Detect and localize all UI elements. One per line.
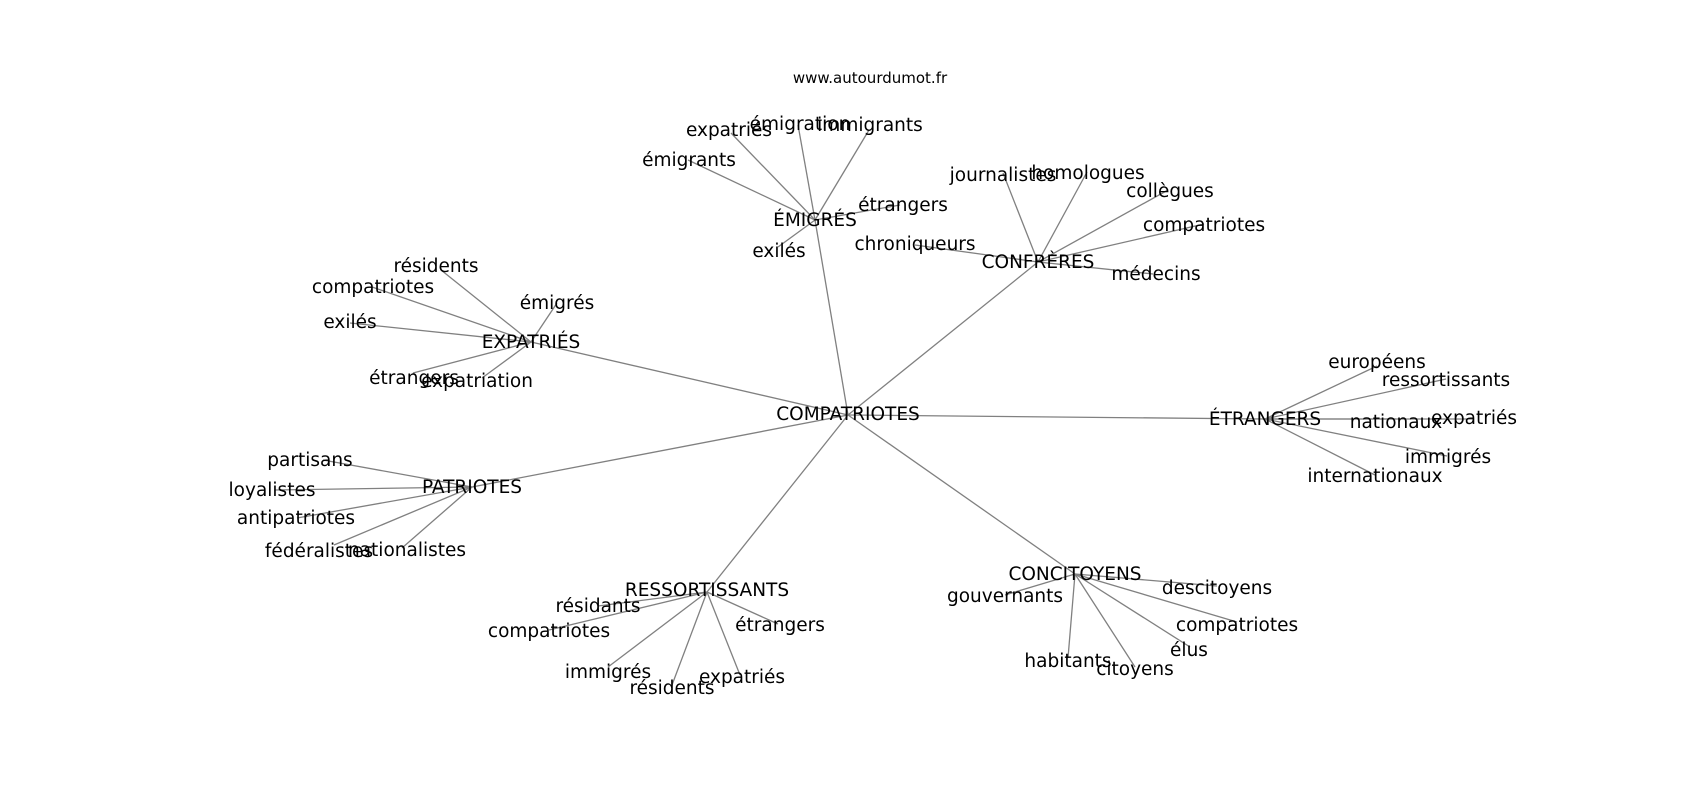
- hub-node-label: ÉTRANGERS: [1209, 408, 1321, 430]
- edge-hub-word: [687, 159, 816, 221]
- edge-hub-word: [1037, 189, 1169, 263]
- site-watermark: www.autourdumot.fr: [793, 69, 948, 87]
- edge-hub-word: [322, 459, 473, 488]
- edge-hub-word: [814, 204, 901, 221]
- edge-hub-word: [1264, 378, 1447, 420]
- graph-edges: [274, 124, 1473, 686]
- edge-hub-word: [274, 486, 473, 491]
- edge-hub-word: [1037, 261, 1154, 275]
- edge-hub-word: [1264, 418, 1376, 476]
- word-node-label: résidents: [629, 678, 714, 699]
- edge-hub-word: [1074, 573, 1218, 587]
- edge-hub-word: [401, 486, 473, 549]
- edge-hub-word: [349, 322, 532, 343]
- edge-hub-word: [730, 132, 816, 221]
- word-node-label: étrangers: [735, 615, 825, 636]
- edge-hub-word: [1074, 573, 1238, 623]
- word-node-label: partisans: [267, 450, 352, 471]
- word-node-label: étrangers: [369, 368, 459, 389]
- edge-hub-word: [481, 341, 532, 379]
- word-node-label: gouvernants: [947, 586, 1063, 607]
- word-node-label: élus: [1170, 640, 1208, 661]
- edge-hub-word: [412, 341, 532, 374]
- edge-hub-word: [1004, 573, 1076, 596]
- word-node-label: chroniqueurs: [854, 234, 975, 255]
- hub-node-label: PATRIOTES: [422, 477, 522, 498]
- hub-node-label: EXPATRIÉS: [482, 331, 581, 353]
- graph-labels: www.autourdumot.fr COMPATRIOTES ÉMIGRÉS e…: [229, 69, 1518, 699]
- word-node-label: homologues: [1031, 163, 1144, 184]
- word-node-label: ressortissants: [1382, 370, 1510, 391]
- word-node-label: émigrants: [642, 150, 736, 171]
- word-node-label: expatriation: [421, 371, 533, 392]
- hub-node-label: RESSORTISSANTS: [625, 580, 789, 601]
- center-node-label: COMPATRIOTES: [776, 404, 920, 425]
- word-node-label: compatriotes: [488, 621, 610, 642]
- edge-hub-word: [333, 486, 473, 546]
- word-node-label: résidants: [555, 596, 640, 617]
- word-node-label: fédéralistes: [265, 541, 373, 562]
- edge-center-hub: [847, 261, 1039, 416]
- word-node-label: loyalistes: [229, 480, 316, 501]
- edge-hub-word: [440, 269, 532, 343]
- edge-hub-word: [671, 591, 708, 686]
- word-node-label: antipatriotes: [237, 508, 355, 529]
- word-node-label: collègues: [1126, 181, 1214, 202]
- edge-center-hub: [530, 341, 849, 416]
- edge-hub-word: [1074, 573, 1136, 668]
- hub-node-label: CONFRÈRES: [982, 251, 1095, 273]
- word-node-label: expatriés: [686, 120, 772, 141]
- word-node-label: descitoyens: [1162, 578, 1272, 599]
- word-node-label: immigrants: [817, 115, 923, 136]
- edge-hub-word: [1074, 573, 1191, 648]
- edge-hub-word: [1067, 573, 1076, 659]
- edge-hub-word: [607, 591, 708, 668]
- edge-hub-word: [1264, 418, 1448, 457]
- edge-hub-word: [597, 591, 708, 607]
- edge-hub-word: [530, 302, 558, 343]
- edge-hub-word: [814, 129, 870, 221]
- edge-hub-word: [548, 591, 708, 631]
- word-node-label: habitants: [1024, 651, 1111, 672]
- word-node-label: compatriotes: [312, 277, 434, 298]
- hub-node-label: ÉMIGRÉS: [773, 209, 857, 231]
- word-node-label: résidents: [393, 256, 478, 277]
- word-node-label: journalistes: [949, 165, 1057, 186]
- edge-hub-word: [371, 286, 532, 343]
- word-node-label: exilés: [752, 241, 805, 262]
- word-node-label: immigrés: [565, 662, 651, 683]
- edge-center-hub: [706, 414, 849, 593]
- edge-hub-word: [706, 591, 779, 625]
- word-node-label: expatriés: [1431, 408, 1517, 429]
- edge-hub-word: [797, 124, 816, 221]
- word-node-label: étrangers: [858, 195, 948, 216]
- word-node-label: médecins: [1111, 264, 1200, 285]
- word-node-label: nationalistes: [348, 540, 466, 561]
- word-node-label: internationaux: [1307, 466, 1442, 487]
- edge-hub-word: [914, 244, 1039, 263]
- word-node-label: citoyens: [1096, 659, 1174, 680]
- edge-hub-word: [777, 219, 816, 248]
- word-node-label: exilés: [323, 312, 376, 333]
- edge-center-hub: [471, 414, 849, 488]
- word-node-label: européens: [1328, 352, 1426, 373]
- word-node-label: immigrés: [1405, 447, 1491, 468]
- word-node-label: émigration: [750, 114, 851, 135]
- word-node-label: nationaux: [1350, 412, 1443, 433]
- edge-hub-word: [1037, 171, 1088, 263]
- edge-center-hub: [814, 219, 849, 416]
- word-node-label: compatriotes: [1143, 215, 1265, 236]
- edge-center-hub: [847, 414, 1266, 420]
- edge-hub-word: [1037, 223, 1205, 263]
- word-node-label: émigrés: [520, 293, 595, 314]
- edge-hub-word: [296, 486, 473, 519]
- hub-node-label: CONCITOYENS: [1008, 564, 1141, 585]
- edge-center-hub: [847, 414, 1076, 575]
- edge-hub-word: [706, 591, 741, 676]
- edge-hub-word: [1264, 365, 1378, 420]
- edge-hub-word: [1002, 172, 1039, 263]
- word-node-label: compatriotes: [1176, 615, 1298, 636]
- word-node-label: expatriés: [699, 667, 785, 688]
